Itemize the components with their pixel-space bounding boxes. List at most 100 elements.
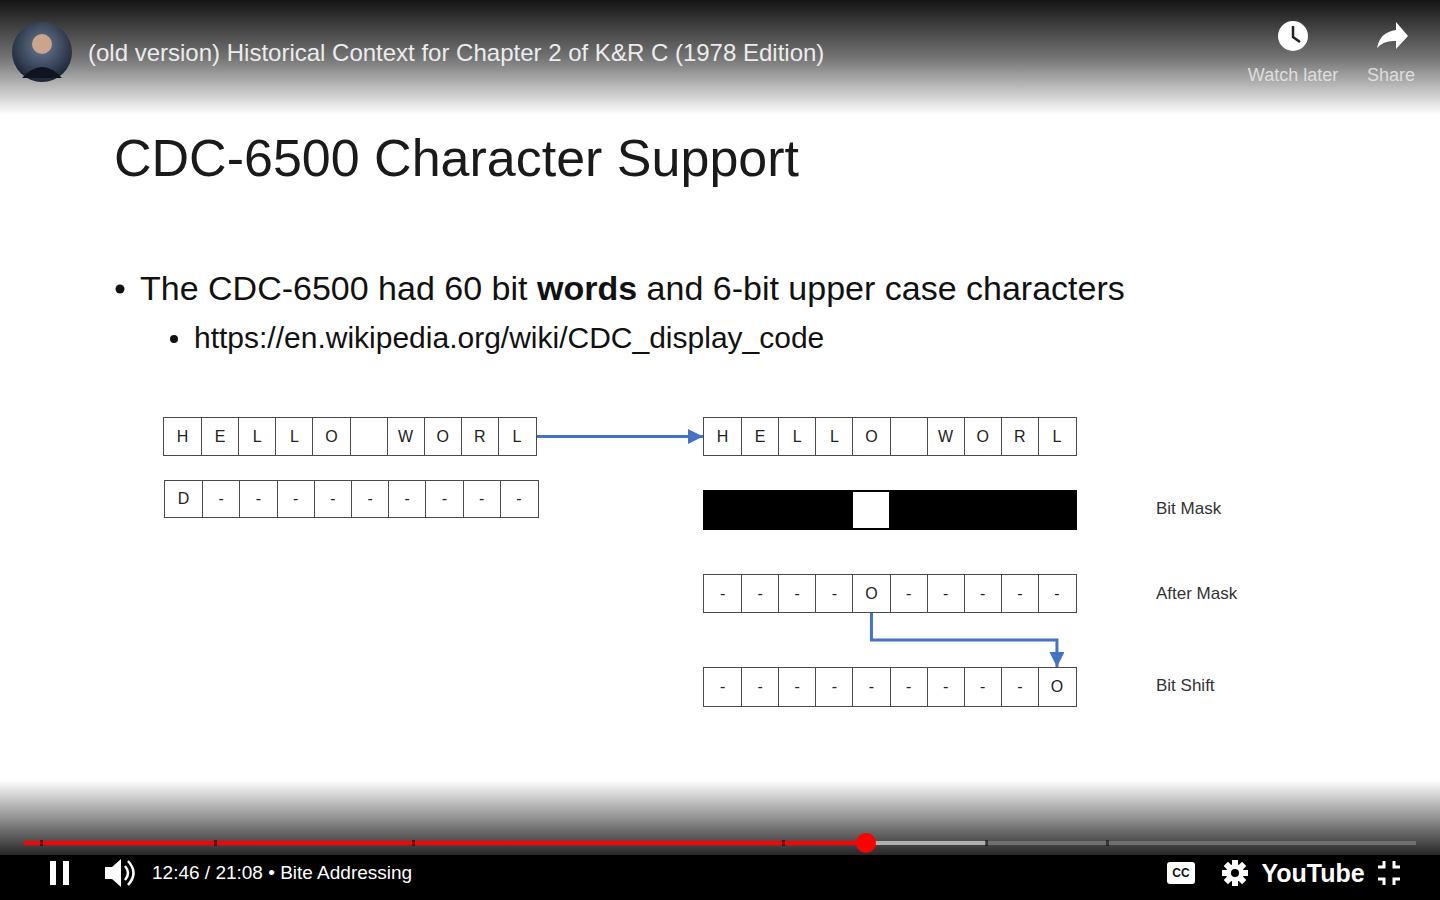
character-cell: L xyxy=(498,418,535,455)
character-cell: - xyxy=(425,481,462,517)
character: O xyxy=(977,428,989,446)
character-cell: - xyxy=(314,481,351,517)
watch-later-label: Watch later xyxy=(1248,65,1338,86)
share-icon xyxy=(1377,22,1408,49)
bullet-dot xyxy=(116,285,125,294)
word-register: ----O----- xyxy=(703,574,1077,613)
character-cell: - xyxy=(778,668,815,706)
settings-icon xyxy=(1222,860,1248,886)
character: - xyxy=(943,585,948,603)
character-cell: H xyxy=(164,418,201,455)
character-cell: L xyxy=(275,418,312,455)
character-cell: - xyxy=(351,481,388,517)
character: - xyxy=(832,585,837,603)
character: O xyxy=(325,428,337,446)
chapter-gap xyxy=(214,840,217,846)
chapter-gap xyxy=(782,840,785,846)
character: - xyxy=(943,678,948,696)
character-cell: O xyxy=(424,418,461,455)
character: - xyxy=(1017,585,1022,603)
character-cell: - xyxy=(815,668,852,706)
slide-title: CDC-6500 Character Support xyxy=(114,128,799,188)
character-cell: O xyxy=(1038,668,1075,706)
character-cell xyxy=(890,418,927,455)
bullet-text: and 6-bit upper case characters xyxy=(647,269,1125,308)
volume-icon xyxy=(105,859,121,887)
character: - xyxy=(980,678,985,696)
pause-icon xyxy=(50,861,56,885)
clock-icon xyxy=(1278,21,1308,51)
character-cell: - xyxy=(202,481,239,517)
cc-text: CC xyxy=(1172,866,1189,880)
character-cell: - xyxy=(239,481,276,517)
character: O xyxy=(865,428,877,446)
character-cell: R xyxy=(1001,418,1038,455)
character: R xyxy=(1014,428,1026,446)
character: L xyxy=(1052,428,1061,446)
character-cell: - xyxy=(277,481,314,517)
bottom-shade xyxy=(0,780,1440,855)
character-cell: L xyxy=(778,418,815,455)
character-cell xyxy=(350,418,387,455)
character-cell: - xyxy=(778,575,815,612)
avatar-face xyxy=(32,34,52,54)
cc-icon xyxy=(1167,862,1195,884)
word-register: D--------- xyxy=(164,480,539,518)
character-cell: E xyxy=(741,418,778,455)
character: - xyxy=(980,585,985,603)
character-cell: - xyxy=(741,668,778,706)
character-cell: - xyxy=(927,668,964,706)
character: - xyxy=(516,490,521,508)
row-label: Bit Mask xyxy=(1156,499,1221,519)
character: R xyxy=(474,428,486,446)
top-shade xyxy=(0,0,1440,115)
character-cell: R xyxy=(461,418,498,455)
character: W xyxy=(938,428,953,446)
character: - xyxy=(442,490,447,508)
character: - xyxy=(906,585,911,603)
character: - xyxy=(405,490,410,508)
chapter-gap xyxy=(412,840,415,846)
word-register: HELLOWORL xyxy=(703,417,1077,456)
character: L xyxy=(512,428,521,446)
character-cell: - xyxy=(741,575,778,612)
character-cell: - xyxy=(927,575,964,612)
character-cell: - xyxy=(964,575,1001,612)
scrubber xyxy=(856,833,876,853)
word-register: HELLOWORL xyxy=(163,417,537,456)
character: H xyxy=(717,428,729,446)
character-cell: - xyxy=(890,668,927,706)
character-cell: - xyxy=(1001,575,1038,612)
chapter-gap xyxy=(1106,840,1109,846)
character-cell: H xyxy=(704,418,741,455)
character: - xyxy=(757,678,762,696)
character-cell: E xyxy=(201,418,238,455)
character: D xyxy=(178,490,190,508)
character: L xyxy=(290,428,299,446)
character-cell: - xyxy=(815,575,852,612)
character-cell: - xyxy=(704,668,741,706)
channel-avatar xyxy=(12,22,72,82)
character: L xyxy=(830,428,839,446)
character-cell: L xyxy=(815,418,852,455)
word-register: ---------O xyxy=(703,667,1077,707)
avatar-body xyxy=(22,67,62,78)
character-cell: L xyxy=(1038,418,1075,455)
progress-buffered xyxy=(866,841,986,845)
fullscreen-icon xyxy=(1378,861,1400,885)
bit-mask-bar xyxy=(703,490,1077,530)
character: - xyxy=(720,678,725,696)
video-title: (old version) Historical Context for Cha… xyxy=(88,39,824,67)
character-cell: O xyxy=(964,418,1001,455)
character: W xyxy=(398,428,413,446)
character-cell: L xyxy=(238,418,275,455)
character: O xyxy=(865,585,877,603)
character: - xyxy=(832,678,837,696)
volume-wave xyxy=(128,861,134,885)
pause-icon xyxy=(63,861,69,885)
character: - xyxy=(720,585,725,603)
chapter-gap xyxy=(985,840,988,846)
arrow-connector xyxy=(537,435,703,438)
character-cell: W xyxy=(387,418,424,455)
character-cell: - xyxy=(1001,668,1038,706)
